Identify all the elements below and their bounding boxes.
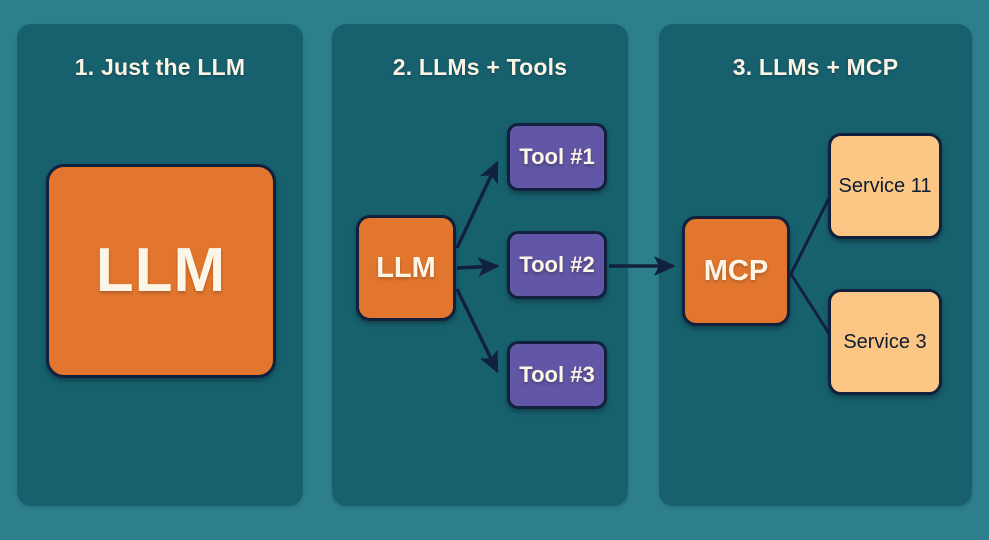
- node-service-3-label: Service 3: [843, 330, 927, 353]
- node-tool-2-label: Tool #2: [519, 252, 595, 278]
- connector-mcp-to-service-11: [789, 194, 832, 276]
- connector-mcp-to-service-3: [789, 272, 832, 337]
- panel-2-title: 2. LLMs + Tools: [392, 54, 568, 80]
- node-llm-with-tools[interactable]: LLM: [356, 215, 456, 321]
- node-tool-3[interactable]: Tool #3: [507, 341, 607, 409]
- node-service-3[interactable]: Service 3: [828, 289, 942, 395]
- connector-llm-to-tool-3: [455, 288, 499, 374]
- node-tool-3-label: Tool #3: [519, 362, 595, 388]
- node-mcp-label: MCP: [703, 254, 769, 287]
- node-tool-1[interactable]: Tool #1: [507, 123, 607, 191]
- node-tool-1-label: Tool #1: [519, 144, 595, 170]
- node-llm-with-tools-label: LLM: [376, 251, 436, 284]
- connector-llm-to-tool-2: [456, 257, 500, 277]
- node-llm-standalone-label: LLM: [95, 236, 227, 306]
- node-service-11-label: Service 11: [838, 174, 932, 197]
- node-service-11[interactable]: Service 11: [828, 133, 942, 239]
- panel-1-title: 1. Just the LLM: [74, 54, 246, 80]
- connector-llm-to-tool-1: [455, 160, 499, 249]
- panel-3-title: 3. LLMs + MCP: [732, 54, 899, 80]
- node-tool-2[interactable]: Tool #2: [507, 231, 607, 299]
- node-llm-standalone[interactable]: LLM: [46, 164, 276, 378]
- node-mcp[interactable]: MCP: [682, 216, 790, 326]
